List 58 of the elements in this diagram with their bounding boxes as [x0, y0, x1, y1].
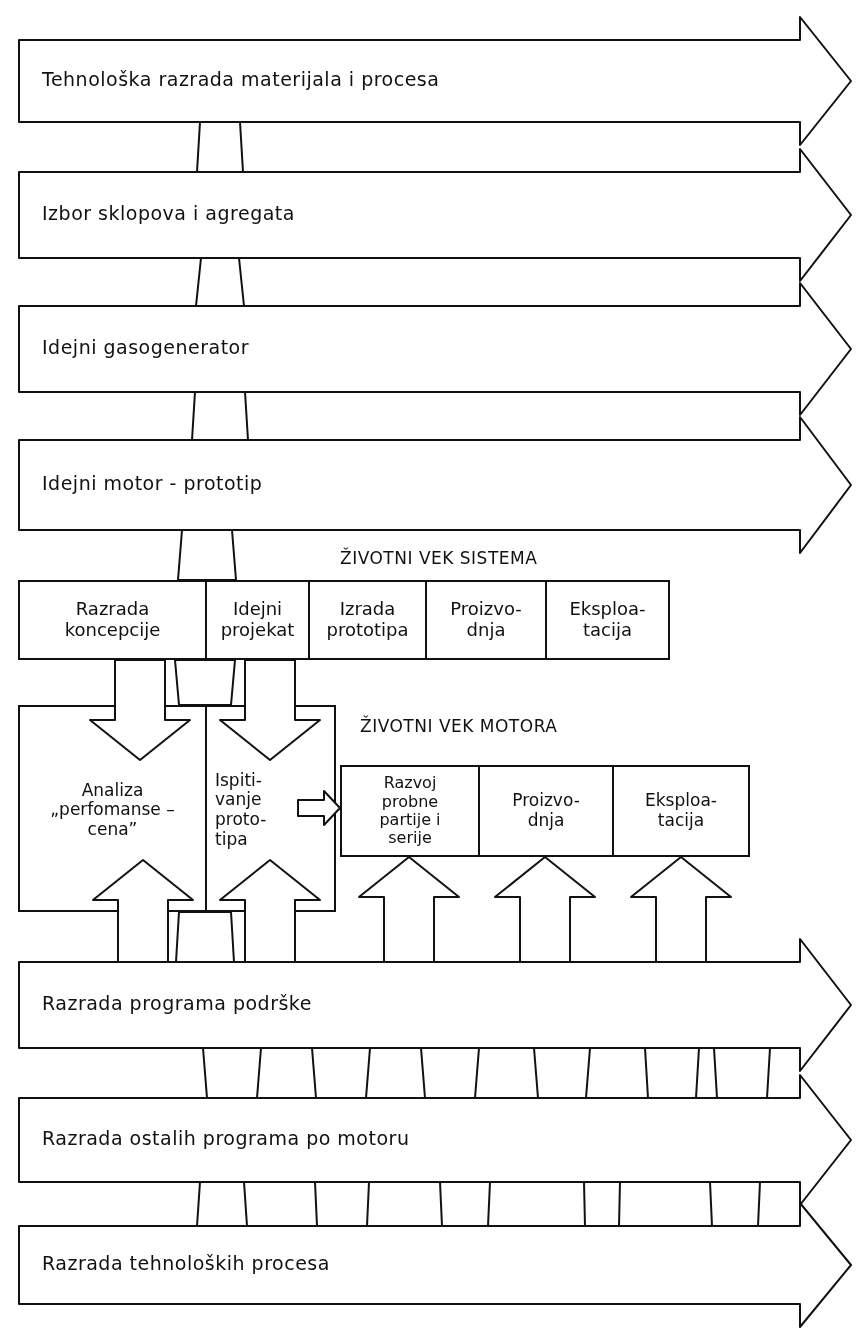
stage-label: Razvoj probne partije i serije [378, 772, 442, 850]
section-heading: ŽIVOTNI VEK MOTORA [360, 716, 558, 736]
block-arrow [219, 659, 321, 761]
stage-label: Analiza „perfomanse – cena” [49, 778, 176, 841]
block-arrow [89, 659, 191, 761]
connector-channel [439, 1181, 491, 1227]
stage-label: Razrada koncepcije [63, 597, 162, 642]
connector-channel [420, 1047, 480, 1099]
connector-channel [196, 1181, 248, 1227]
block-arrow [297, 790, 341, 826]
stage-label: Eksploa- tacija [568, 597, 647, 642]
block-arrow [219, 859, 321, 963]
stage-box [205, 580, 310, 660]
band-label: Razrada programa podrške [42, 993, 312, 1015]
process-band [18, 938, 852, 1072]
connector-channel [583, 1181, 621, 1227]
connector-channel [202, 1047, 262, 1099]
connector-channel [314, 1181, 370, 1227]
stage-box [340, 765, 480, 857]
band-label: Idejni gasogenerator [42, 337, 250, 359]
stage-label: Ispiti- vanje proto- tipa [215, 768, 268, 851]
connector-channel [191, 391, 249, 441]
process-band [18, 1074, 852, 1206]
process-band [18, 148, 852, 282]
block-arrow [358, 856, 460, 963]
block-arrow [630, 856, 732, 963]
process-band [18, 16, 852, 146]
process-band [18, 1202, 852, 1328]
stage-box [612, 765, 750, 857]
connector-channel [533, 1047, 591, 1099]
block-arrow [92, 859, 194, 963]
stage-label: Proizvo- dnja [449, 597, 523, 642]
connector-channel [311, 1047, 371, 1099]
band-label: Izbor sklopova i agregata [42, 203, 295, 225]
stage-label: Izrada prototipa [325, 597, 410, 642]
section-heading: ŽIVOTNI VEK SISTEMA [340, 548, 538, 568]
stage-box [425, 580, 547, 660]
connector-channel [177, 529, 237, 581]
stage-label: Eksploa- tacija [644, 789, 718, 832]
connector-channel [195, 257, 245, 307]
block-arrow [494, 856, 596, 963]
stage-label: Proizvo- dnja [511, 789, 581, 832]
process-band [18, 282, 852, 416]
connector-channel [709, 1181, 761, 1227]
stage-box [18, 580, 207, 660]
connector-channel [644, 1047, 700, 1099]
connector-channel [174, 659, 236, 706]
connector-channel [196, 121, 244, 173]
band-label: Tehnološka razrada materijala i procesa [42, 69, 440, 91]
band-label: Razrada tehnoloških procesa [42, 1253, 330, 1275]
band-label: Razrada ostalih programa po motoru [42, 1128, 410, 1150]
stage-box [308, 580, 427, 660]
stage-label: Idejni projekat [219, 597, 296, 642]
band-label: Idejni motor - prototip [42, 473, 263, 495]
stage-box [545, 580, 670, 660]
connector-channel [713, 1047, 771, 1099]
stage-box [478, 765, 614, 857]
connector-channel [175, 911, 235, 963]
